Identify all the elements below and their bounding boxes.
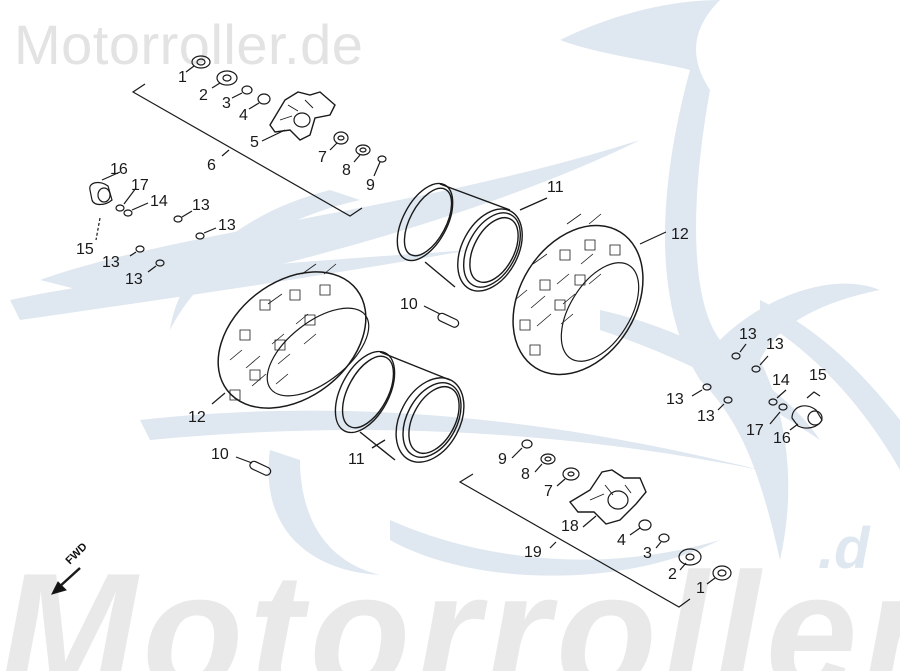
rim-11-top-icon [396, 182, 548, 292]
hub-cap-16-right-icon [789, 405, 823, 431]
seal-3-bottom-icon [655, 533, 670, 549]
tire-12-left-icon [211, 263, 370, 409]
washer-14-right-icon [768, 389, 787, 406]
callout-19: 19 [524, 544, 542, 561]
callout-13: 13 [218, 217, 236, 234]
washer-14-left-icon [123, 202, 149, 217]
callout-11: 11 [348, 451, 365, 468]
hub-cap-16-left-icon [89, 171, 121, 206]
watermark-top: Motorroller.de [14, 13, 364, 76]
nut-17-right-icon [769, 403, 788, 425]
callout-14: 14 [772, 372, 790, 389]
callout-10: 10 [211, 446, 229, 463]
bracket-6-line [131, 83, 363, 217]
collar-4-bottom-icon [629, 519, 652, 536]
callout-17: 17 [131, 177, 149, 194]
callout-11: 11 [547, 179, 564, 196]
callout-1: 1 [178, 69, 187, 86]
washer-8-bottom-icon [534, 453, 556, 473]
callout-15: 15 [809, 367, 827, 384]
bearing-2-top-icon [211, 70, 238, 89]
callout-2: 2 [199, 87, 208, 104]
nut-13-d-icon [147, 259, 165, 273]
callout-3: 3 [643, 545, 652, 562]
valve-10-bottom-icon [235, 456, 272, 476]
nut-13-h-icon [717, 396, 733, 411]
callout-5: 5 [250, 134, 259, 151]
callout-7: 7 [318, 149, 327, 166]
bearing-7-bottom-icon [556, 467, 580, 487]
washer-1-top-icon [185, 55, 211, 73]
nut-13-e-icon [731, 343, 747, 360]
nut-9-bottom-icon [511, 439, 533, 459]
watermark-bottom: Motorroller [0, 538, 900, 671]
callout-12: 12 [671, 226, 689, 243]
callout-3: 3 [222, 95, 231, 112]
fwd-arrow-icon [51, 567, 81, 595]
hub-18-bottom-icon [568, 469, 647, 528]
collar-4-top-icon [248, 93, 271, 110]
washer-8-top-icon [353, 144, 371, 163]
callout-13: 13 [697, 408, 715, 425]
callout-10: 10 [400, 296, 418, 313]
callout-12: 12 [188, 409, 206, 426]
callout-13: 13 [739, 326, 757, 343]
valve-10-top-icon [423, 305, 460, 328]
callout-8: 8 [342, 162, 351, 179]
callout-4: 4 [617, 532, 626, 549]
cotter-pin-15-left-icon [95, 217, 101, 241]
callout-13: 13 [666, 391, 684, 408]
callout-9: 9 [366, 177, 375, 194]
nut-13-a-icon [173, 210, 193, 223]
cotter-pin-15-right-icon [806, 391, 821, 399]
bracket-19-line [458, 473, 691, 608]
callout-8: 8 [521, 466, 530, 483]
callout-2: 2 [668, 566, 677, 583]
callout-14: 14 [150, 193, 168, 210]
rim-11-bottom-icon [334, 350, 465, 463]
washer-1-bottom-icon [706, 565, 732, 585]
callout-13: 13 [125, 271, 143, 288]
watermark-domain-suffix: .d [818, 516, 870, 581]
callout-9: 9 [498, 451, 507, 468]
bearing-7-top-icon [329, 131, 349, 151]
nut-13-g-icon [691, 383, 712, 397]
callout-1: 1 [696, 580, 705, 597]
seal-3-top-icon [231, 85, 253, 99]
callout-13: 13 [192, 197, 210, 214]
nut-17-left-icon [115, 187, 137, 212]
hub-5-top-icon [261, 91, 336, 142]
callout-13: 13 [766, 336, 784, 353]
callout-18: 18 [561, 518, 579, 535]
callout-4: 4 [239, 107, 248, 124]
nut-13-c-icon [129, 245, 145, 257]
callout-7: 7 [544, 483, 553, 500]
nut-13-b-icon [195, 227, 217, 240]
callout-16: 16 [773, 430, 791, 447]
callout-13: 13 [102, 254, 120, 271]
callout-15: 15 [76, 241, 94, 258]
nut-9-top-icon [373, 155, 387, 177]
tire-12-right-icon [512, 213, 667, 376]
callout-16: 16 [110, 161, 128, 178]
callout-17: 17 [746, 422, 764, 439]
bearing-2-bottom-icon [678, 548, 702, 571]
callout-6: 6 [207, 157, 216, 174]
nut-13-f-icon [751, 355, 769, 373]
